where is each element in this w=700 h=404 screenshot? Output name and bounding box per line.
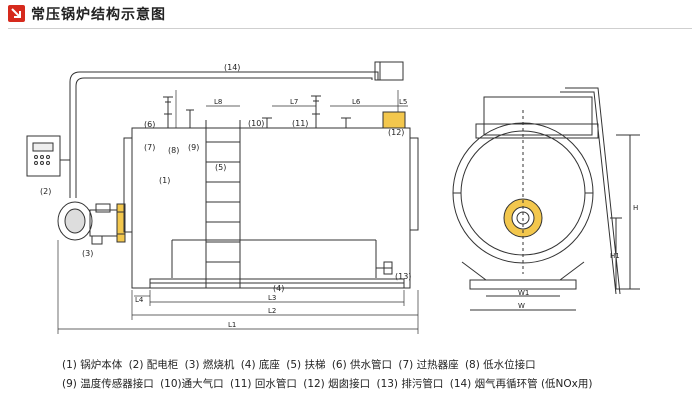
superheater-seat [186,109,194,128]
dim-L1: L1 [228,321,236,329]
legend-item: (2) 配电柜 [128,359,179,371]
dim-L2: L2 [268,307,276,315]
callout-labels: (14) (2) (3) (1) (5) (4) (6) (7) (8) (9)… [40,63,411,293]
legend-item: (14) 烟气再循环管 (低NOx用) [449,378,593,390]
boiler-diagram: (14) (2) (3) (1) (5) (4) (6) (7) (8) (9)… [26,61,640,334]
legend-item: (12) 烟囱接口 [303,378,371,390]
flue-outlet [382,111,406,129]
supply-water-nozzle [163,96,173,128]
diagram-title: 常压锅炉结构示意图 [31,7,166,23]
legend-item: (10)通大气口 [160,378,224,390]
callout-9: (9) [188,143,199,152]
legend-item: (7) 过热器座 [398,359,459,371]
dim-W: W [518,302,525,310]
dim-L4: L4 [135,296,144,304]
ladder [205,120,241,288]
legend-item: (11) 回水管口 [229,378,297,390]
legend-item: (8) 低水位接口 [464,359,536,371]
burner [57,201,119,245]
control-cabinet [26,135,70,177]
parts-legend: (1) 锅炉本体 (2) 配电柜 (3) 燃烧机 (4) 底座 (5) 扶梯 (… [62,356,692,394]
legend-row-1: (1) 锅炉本体 (2) 配电柜 (3) 燃烧机 (4) 底座 (5) 扶梯 (… [62,356,692,375]
flue-gas-recirculation-pipe [69,61,404,198]
callout-13: (13) [395,272,411,281]
dim-W1: W1 [518,289,529,297]
dim-L3: L3 [268,294,276,302]
callout-11: (11) [292,119,308,128]
dim-L8: L8 [214,98,222,106]
callout-5: (5) [215,163,226,172]
inspection-nozzle [341,117,351,128]
diagram-header: 常压锅炉结构示意图 [0,0,700,32]
callout-12: (12) [388,128,404,137]
dim-H: H [633,204,638,212]
callout-10: (10) [248,119,264,128]
dim-H1: H1 [610,252,620,260]
callout-4: (4) [273,284,284,293]
legend-item: (1) 锅炉本体 [62,359,123,371]
dim-L7: L7 [290,98,298,106]
dim-L6: L6 [352,98,361,106]
callout-2: (2) [40,187,51,196]
legend-row-2: (9) 温度传感器接口 (10)通大气口 (11) 回水管口 (12) 烟囱接口… [62,375,692,394]
legend-item: (13) 排污管口 [376,378,444,390]
dim-L5: L5 [399,98,407,106]
burner-flange [116,203,126,243]
return-water-nozzle [311,95,321,128]
callout-7: (7) [144,143,155,152]
drain-nozzle [376,261,393,275]
dimension-lines [57,90,419,334]
end-view [452,87,640,311]
boiler-base [149,278,405,289]
callout-14: (14) [224,63,240,72]
legend-item: (4) 底座 [240,359,280,371]
callout-3: (3) [82,249,93,258]
vent-nozzle [262,117,272,128]
callout-1: (1) [159,176,170,185]
legend-item: (3) 燃烧机 [184,359,235,371]
legend-item: (6) 供水管口 [331,359,393,371]
header-divider [8,28,692,29]
legend-item: (9) 温度传感器接口 [62,378,154,390]
callout-6: (6) [144,120,155,129]
callout-8: (8) [168,146,179,155]
legend-item: (5) 扶梯 [286,359,326,371]
dimension-labels: L8 L7 L6 L5 L4 L3 L2 L1 W1 W H H1 [135,98,638,329]
arrow-down-right-icon [8,5,25,22]
boiler-body [123,127,419,289]
